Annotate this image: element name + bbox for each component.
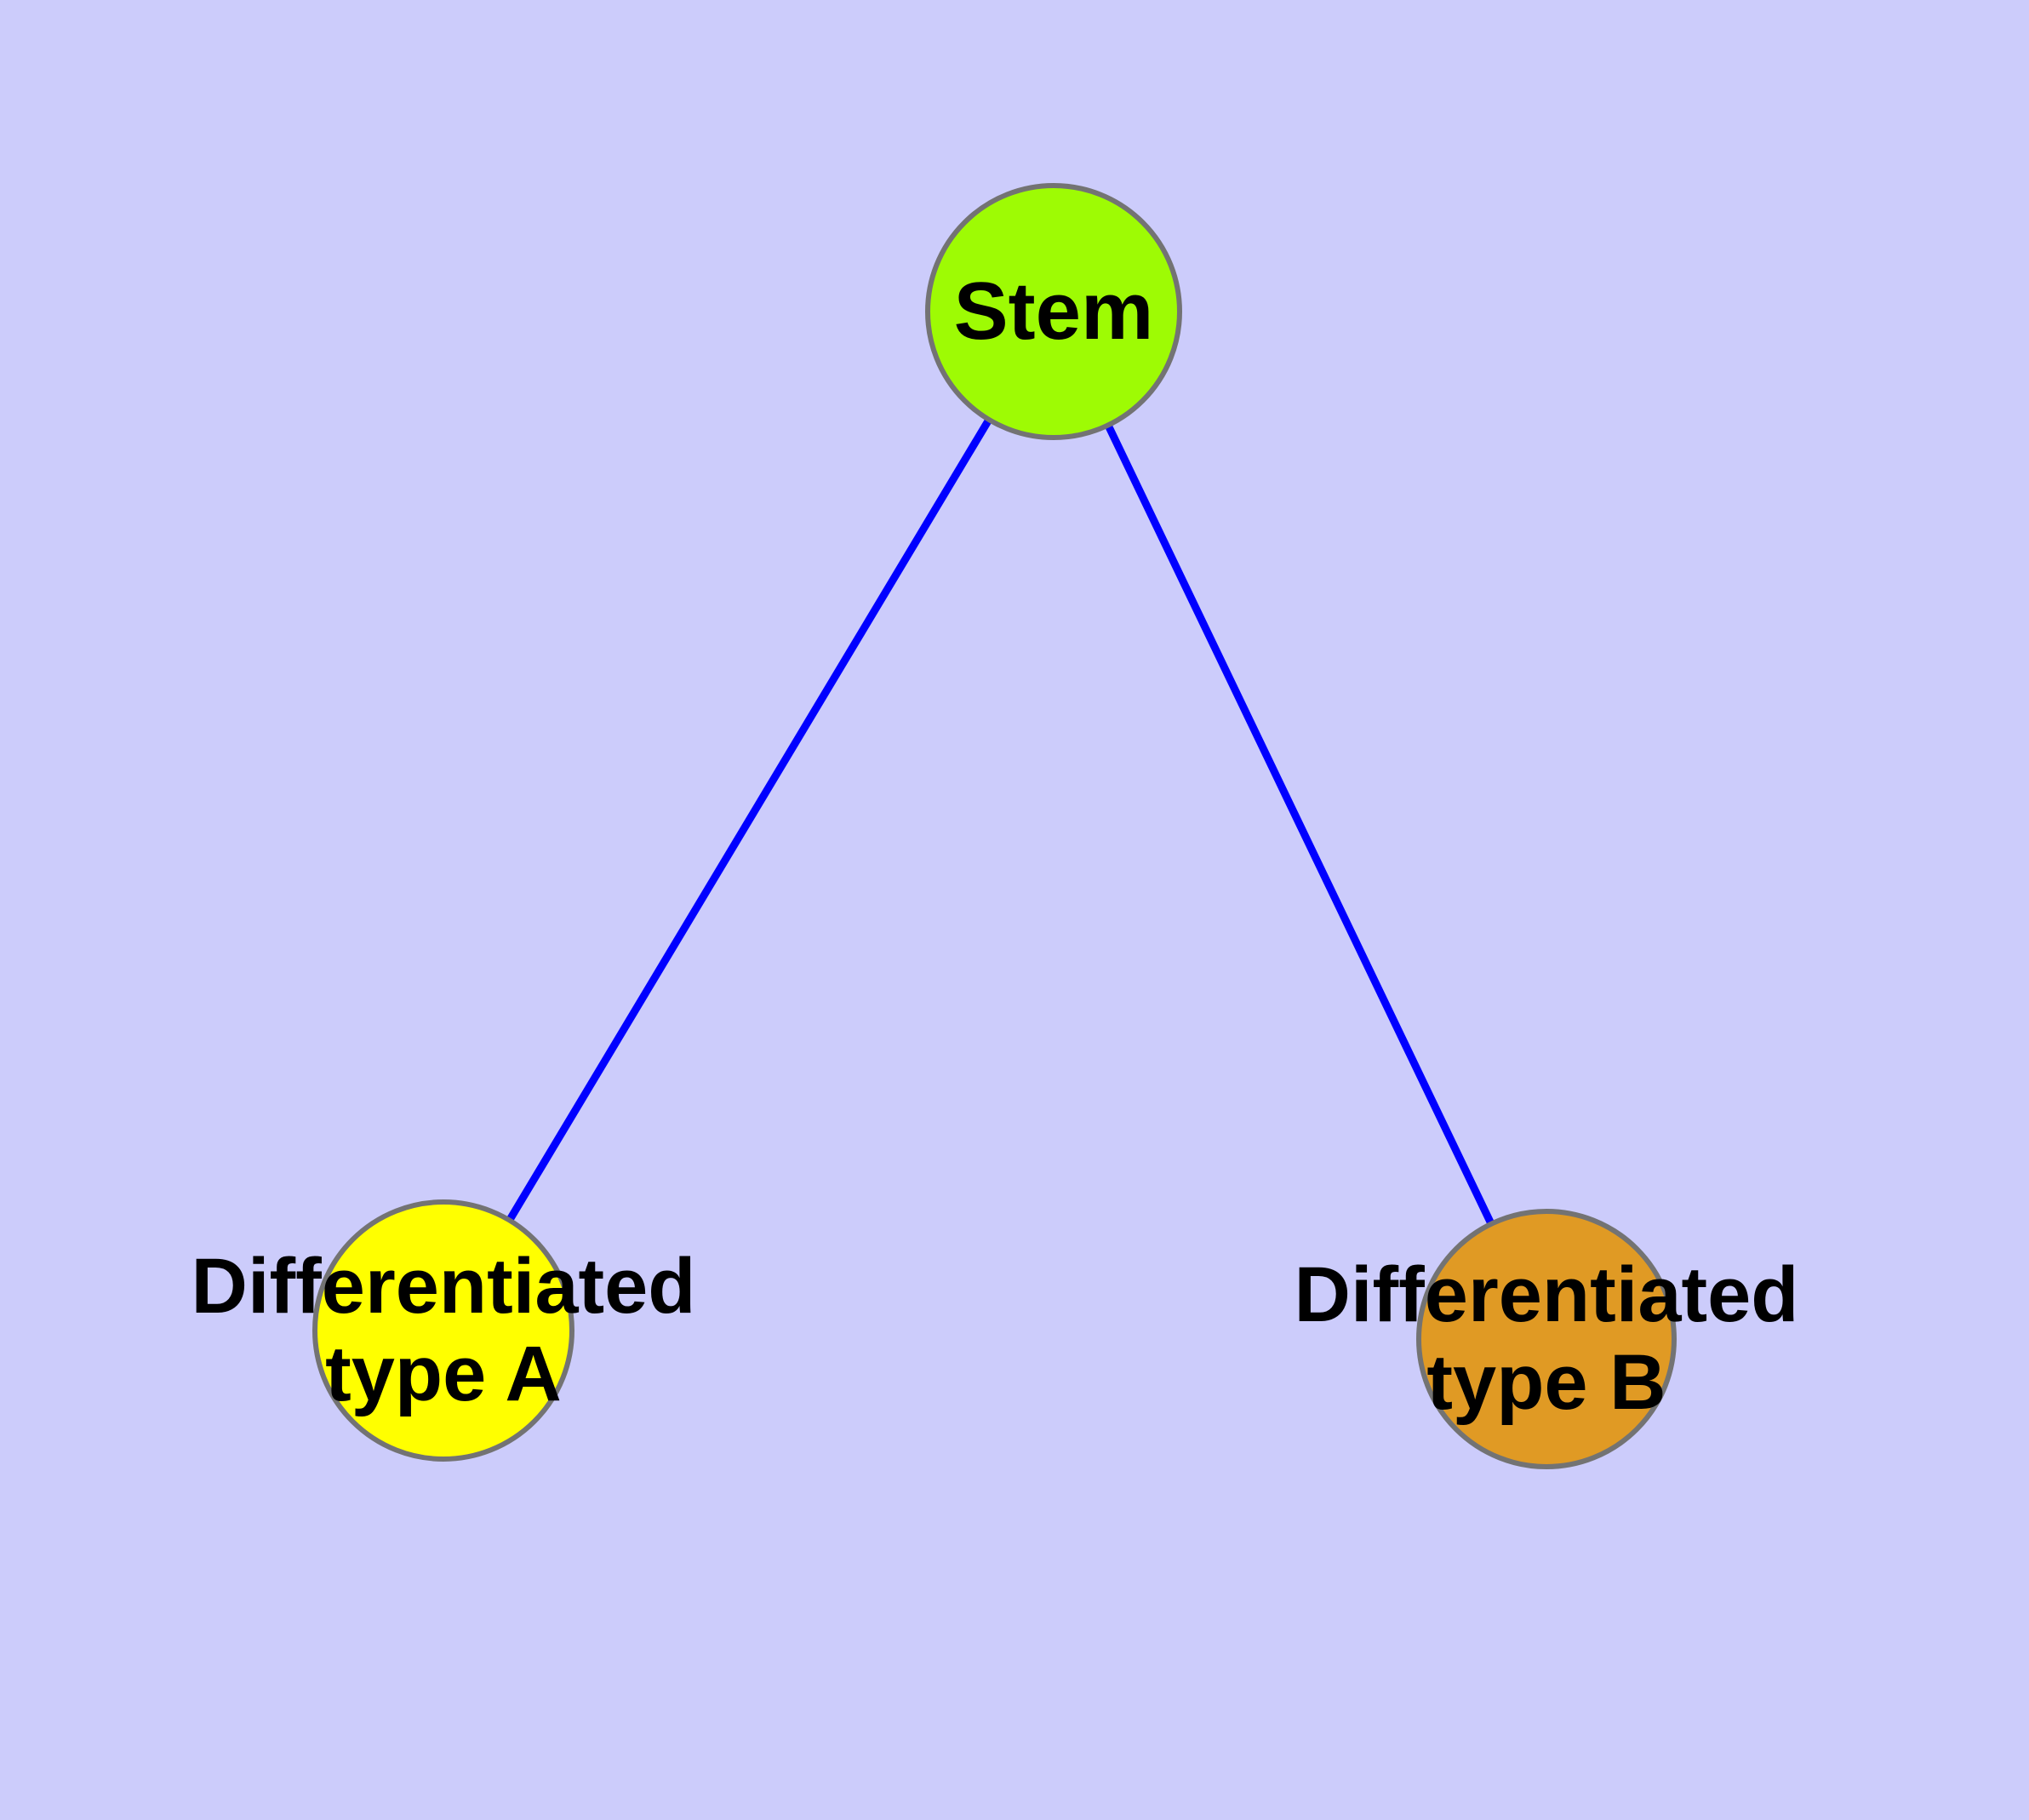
graph-node-stem[interactable]	[925, 183, 1182, 440]
nodes-layer	[312, 183, 1677, 1469]
graph-edge	[440, 309, 1057, 1333]
edges-layer	[440, 309, 1551, 1341]
graph-node-diff_a[interactable]	[312, 1199, 574, 1462]
graph-edge	[1049, 310, 1551, 1341]
graph-node-diff_b[interactable]	[1416, 1209, 1677, 1469]
